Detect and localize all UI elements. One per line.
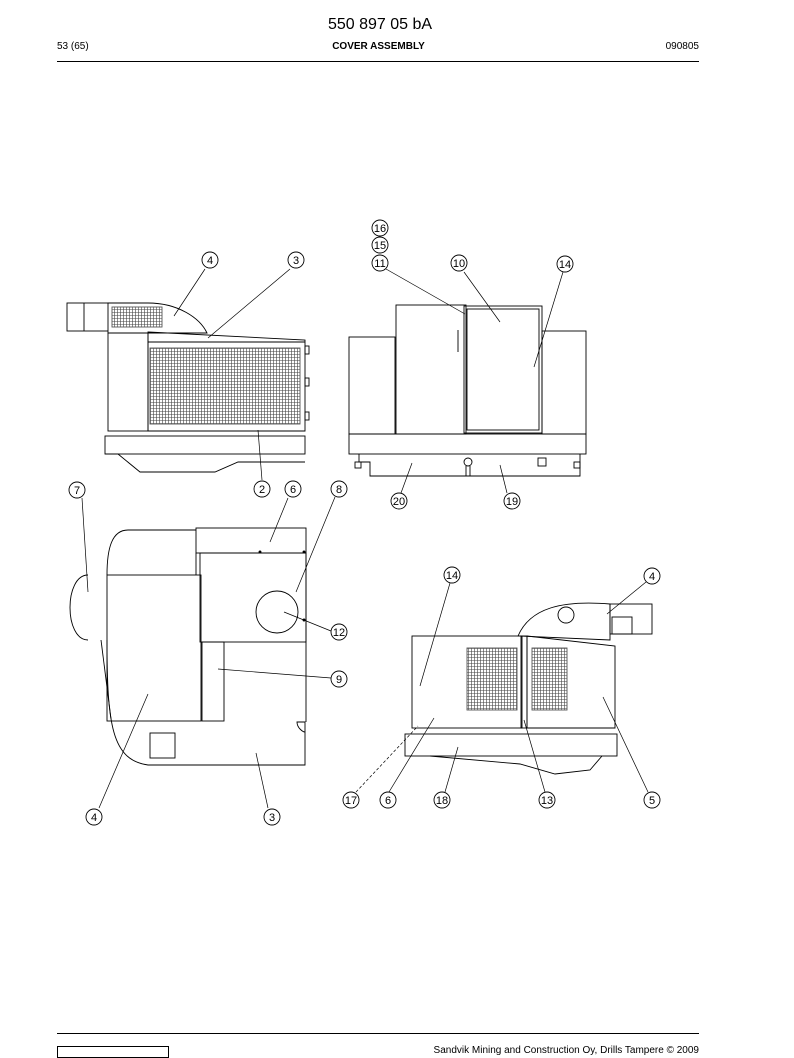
svg-text:7: 7: [74, 485, 80, 497]
side-view-left: [66, 302, 310, 473]
svg-text:14: 14: [446, 570, 458, 582]
svg-text:13: 13: [541, 795, 553, 807]
svg-text:12: 12: [333, 627, 345, 639]
svg-text:6: 6: [385, 795, 391, 807]
top-view: [69, 527, 307, 766]
callout-16: 16: [371, 219, 389, 237]
callout-15: 15: [371, 236, 389, 254]
svg-text:10: 10: [453, 258, 465, 270]
svg-text:15: 15: [374, 240, 386, 252]
callout-4-top-view: 4: [85, 808, 103, 826]
svg-text:3: 3: [293, 255, 299, 267]
callout-19: 19: [503, 492, 521, 510]
svg-text:4: 4: [207, 255, 213, 267]
svg-text:5: 5: [649, 795, 655, 807]
svg-text:9: 9: [336, 674, 342, 686]
callout-14: 14: [556, 255, 574, 273]
svg-text:18: 18: [436, 795, 448, 807]
svg-text:16: 16: [374, 223, 386, 235]
svg-text:20: 20: [393, 496, 405, 508]
callout-5: 5: [643, 791, 661, 809]
rear-view: [348, 304, 587, 477]
section-title: COVER ASSEMBLY: [332, 41, 425, 52]
callout-6: 6: [284, 480, 302, 498]
callout-2: 2: [253, 480, 271, 498]
svg-text:11: 11: [374, 258, 385, 270]
svg-text:17: 17: [345, 795, 357, 807]
callout-3: 3: [287, 251, 305, 269]
callout-7: 7: [68, 481, 86, 499]
callout-9: 9: [330, 670, 348, 688]
callout-4: 4: [201, 251, 219, 269]
callout-8: 8: [330, 480, 348, 498]
callout-17: 17: [342, 791, 360, 809]
callout-12: 12: [330, 623, 348, 641]
callout-10: 10: [450, 254, 468, 272]
svg-text:3: 3: [269, 812, 275, 824]
header-rule: [57, 61, 699, 62]
callout-6-side-view: 6: [379, 791, 397, 809]
date-code: 090805: [665, 41, 699, 52]
callout-4-side-view: 4: [643, 567, 661, 585]
callout-18: 18: [433, 791, 451, 809]
callout-20: 20: [390, 492, 408, 510]
callout-balloons: 16 15 11 10 14 4 3 2 6 8 7 20 19 12 9 4 …: [68, 219, 661, 826]
svg-text:2: 2: [259, 484, 265, 496]
svg-text:8: 8: [336, 484, 342, 496]
document-number: 550 897 05 bA: [327, 16, 433, 33]
leader-lines: [81, 268, 649, 809]
company-logo: [57, 1046, 169, 1058]
svg-text:14: 14: [559, 259, 571, 271]
svg-text:6: 6: [290, 484, 296, 496]
callout-14-side-view: 14: [443, 566, 461, 584]
callout-3-top-view: 3: [263, 808, 281, 826]
callout-11: 11: [371, 254, 389, 272]
svg-text:4: 4: [91, 812, 97, 824]
footer-copyright: Sandvik Mining and Construction Oy, Dril…: [433, 1045, 699, 1056]
footer-rule: [57, 1033, 699, 1034]
page-indicator: 53 (65): [57, 41, 89, 52]
side-view-right: [404, 602, 653, 775]
callout-13: 13: [538, 791, 556, 809]
svg-text:4: 4: [649, 571, 655, 583]
svg-text:19: 19: [506, 496, 518, 508]
